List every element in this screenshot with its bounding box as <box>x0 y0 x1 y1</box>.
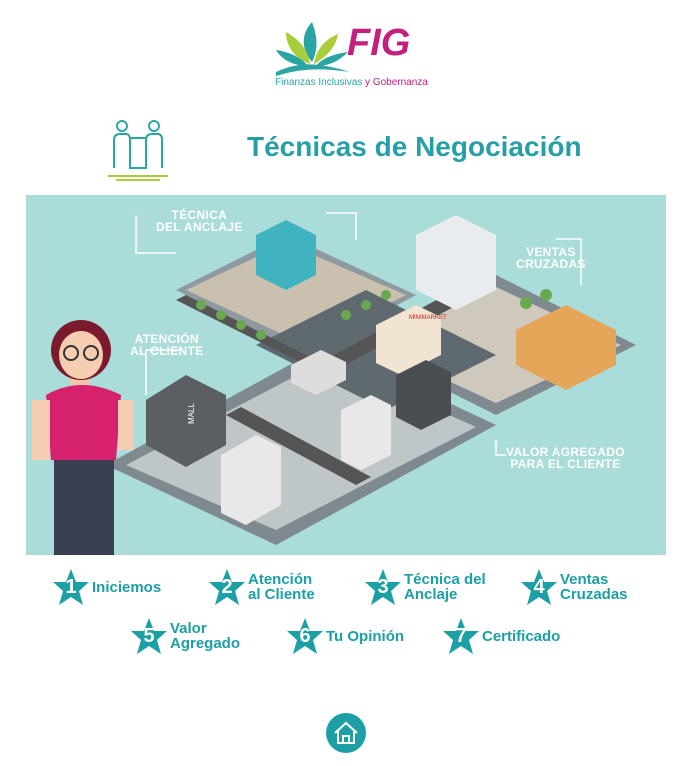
fig-logo: FIG Finanzas Inclusivas y Gobernanza <box>272 20 432 92</box>
logo-subtitle: Finanzas Inclusivas y Gobernanza <box>275 77 428 88</box>
building-minimarket <box>376 305 441 375</box>
star-icon: 1 <box>52 568 90 606</box>
minimarket-sign: MINIMARKET <box>409 315 447 321</box>
menu-item-tu-opinion[interactable]: 6 Tu Opinión <box>286 617 404 655</box>
menu-item-iniciemos[interactable]: 1 Iniciemos <box>52 568 161 606</box>
menu-item-certificado[interactable]: 7 Certificado <box>442 617 560 655</box>
logo-brand: FIG <box>347 22 411 64</box>
page-title: Técnicas de Negociación <box>247 131 582 162</box>
building-dark <box>396 360 451 430</box>
star-icon: 3 <box>364 568 402 606</box>
leaf-logo-icon <box>276 22 350 76</box>
building-apartments <box>221 435 281 525</box>
star-icon: 5 <box>130 617 168 655</box>
star-icon: 7 <box>442 617 480 655</box>
star-icon: 4 <box>520 568 558 606</box>
city-map-graphic: MALL MINIMARKET <box>32 212 636 555</box>
mall-sign: MALL <box>187 403 196 424</box>
star-icon: 6 <box>286 617 324 655</box>
people-negotiation-icon <box>108 120 168 181</box>
building-office <box>341 395 391 470</box>
gas-station <box>291 350 346 395</box>
home-icon <box>334 721 358 744</box>
woman-character <box>32 320 134 555</box>
star-icon: 2 <box>208 568 246 606</box>
building-hospital <box>416 215 496 310</box>
building-cafe <box>516 305 616 390</box>
building-mall <box>146 375 226 467</box>
home-button[interactable] <box>326 713 366 753</box>
building-mall-top <box>256 220 316 290</box>
